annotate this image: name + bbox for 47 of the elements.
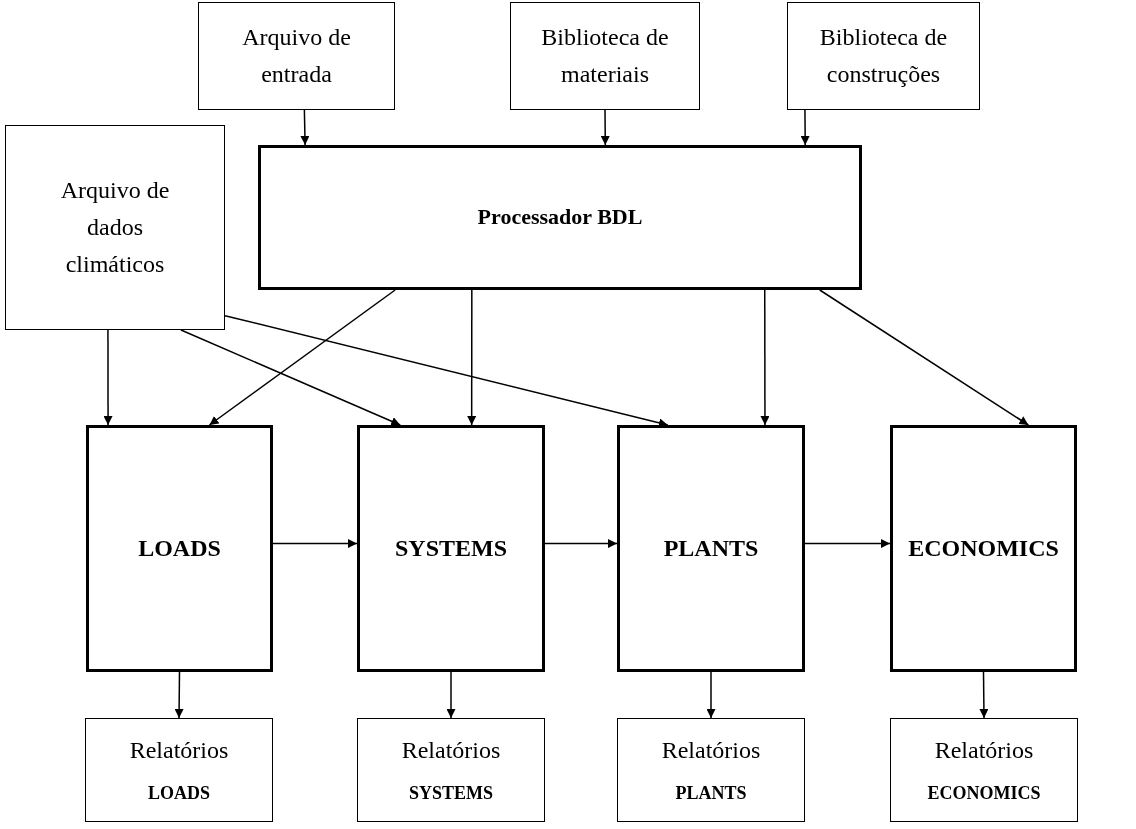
arrow <box>979 671 989 719</box>
module-box <box>86 425 273 672</box>
box-label: Relatórios <box>129 736 229 766</box>
input-box <box>5 125 225 330</box>
report-box <box>617 718 805 822</box>
arrow <box>300 109 310 146</box>
input-box <box>787 2 980 110</box>
box-label: Arquivo de entrada <box>241 22 352 89</box>
input-box <box>198 2 395 110</box>
module-box <box>357 425 545 672</box>
box-label: Arquivo de dados climáticos <box>59 175 171 280</box>
box-label: LOADS <box>148 781 210 805</box>
processor-box <box>258 145 862 290</box>
box-label: PLANTS <box>663 533 759 563</box>
report-box <box>85 718 273 822</box>
module-box <box>890 425 1077 672</box>
input-box <box>510 2 700 110</box>
arrow <box>544 539 618 549</box>
arrow <box>804 539 891 549</box>
arrow <box>600 109 610 146</box>
arrow <box>180 329 401 426</box>
arrow <box>467 289 477 426</box>
box-label: ECONOMICS <box>927 781 1041 805</box>
box-label: Relatórios <box>934 736 1034 766</box>
box-label: Biblioteca de materiais <box>540 22 670 89</box>
arrow <box>818 289 1030 426</box>
box-label: Relatórios <box>401 736 501 766</box>
arrow <box>208 289 396 426</box>
arrow <box>446 671 456 719</box>
report-box <box>357 718 545 822</box>
box-label: SYSTEMS <box>394 533 507 563</box>
box-label: SYSTEMS <box>408 781 493 805</box>
module-box <box>617 425 805 672</box>
box-label: PLANTS <box>675 781 747 805</box>
arrow <box>174 671 184 719</box>
box-label: Biblioteca de construções <box>818 22 949 89</box>
box-label: Relatórios <box>661 736 761 766</box>
arrow <box>272 539 358 549</box>
box-label: Processador BDL <box>477 203 643 232</box>
arrow <box>224 314 669 428</box>
report-box <box>890 718 1078 822</box>
box-label: ECONOMICS <box>908 533 1059 563</box>
arrow <box>800 109 810 146</box>
arrow <box>760 289 770 426</box>
box-label: LOADS <box>138 533 221 563</box>
arrow <box>103 329 113 426</box>
arrow <box>706 671 716 719</box>
